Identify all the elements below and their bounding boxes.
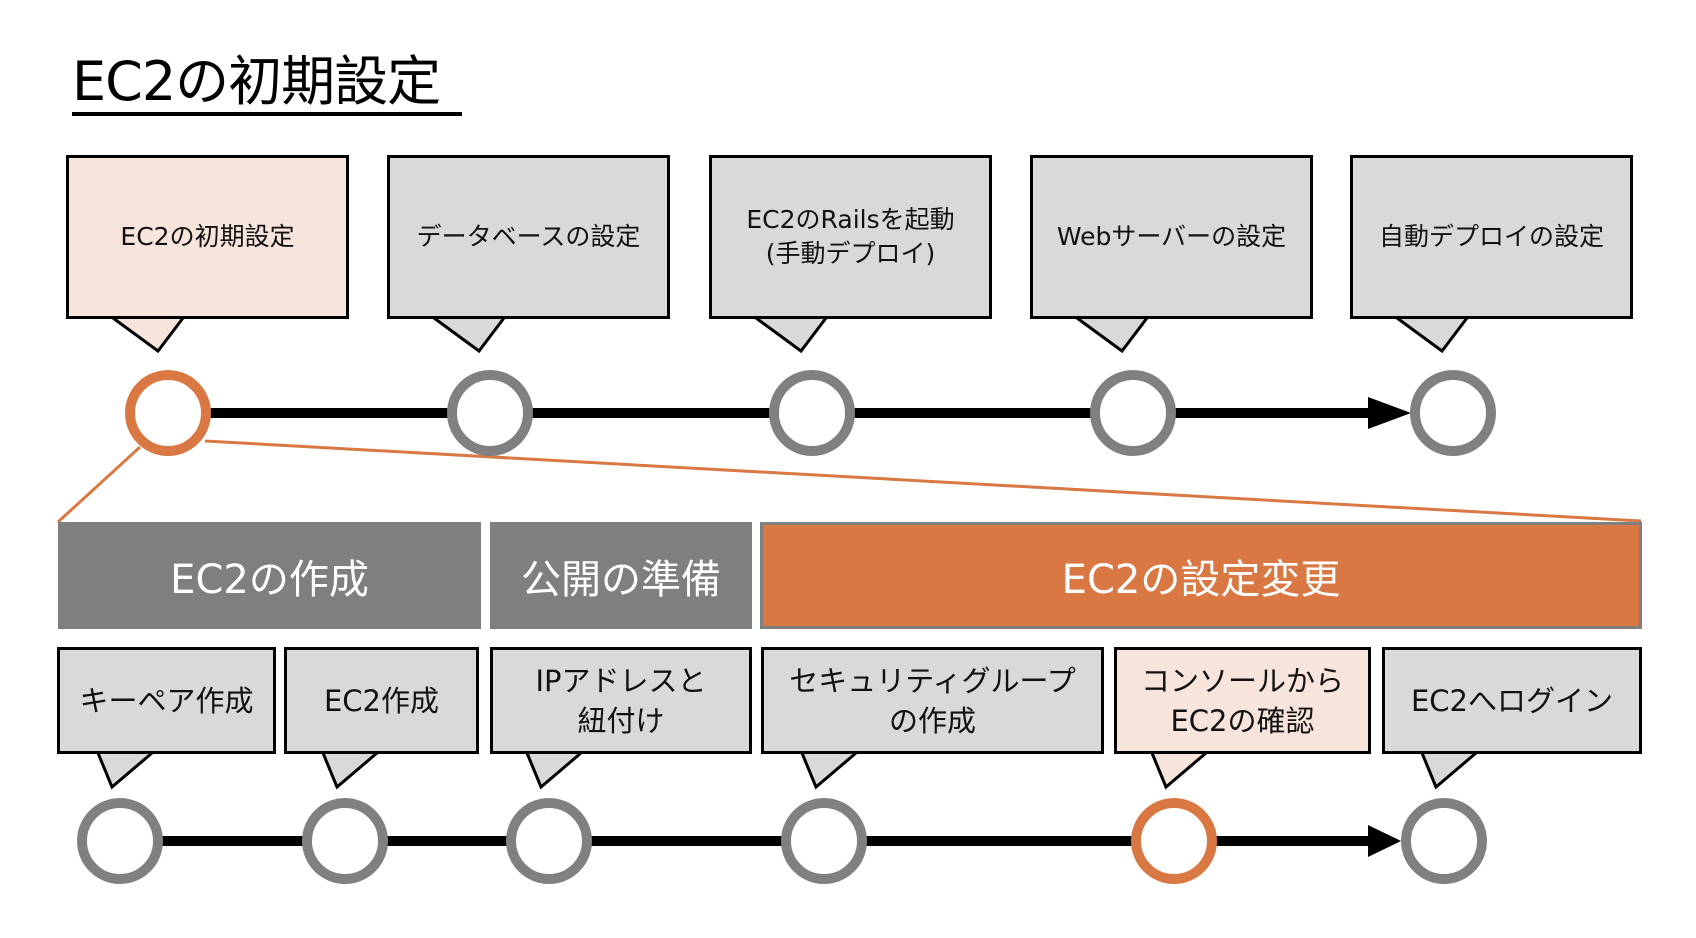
top-step-pointer-fill: [1397, 316, 1467, 351]
bottom-node: [506, 798, 592, 884]
bottom-step-pointer: [800, 751, 857, 790]
page-title: EC2の初期設定: [72, 50, 441, 113]
bottom-step-pointer-fill: [1422, 751, 1476, 787]
top-step-pointer: [1076, 316, 1149, 354]
bottom-step-box-2[interactable]: EC2作成: [284, 647, 479, 754]
title-underline: [72, 112, 462, 116]
top-step-pointer: [1396, 316, 1469, 354]
zoom-connector-left: [56, 445, 142, 524]
bottom-step-box-4[interactable]: セキュリティグループ の作成: [761, 647, 1104, 754]
top-step-box-3[interactable]: EC2のRailsを起動 (手動デプロイ): [709, 155, 992, 319]
bottom-step-pointer-fill: [802, 751, 856, 787]
top-node: [1410, 370, 1496, 456]
bottom-node: [781, 798, 867, 884]
bottom-step-pointer-fill: [527, 751, 581, 787]
bottom-step-box-3[interactable]: IPアドレスと 紐付け: [490, 647, 752, 754]
top-step-box-4[interactable]: Webサーバーの設定: [1030, 155, 1313, 319]
top-node: [769, 370, 855, 456]
top-node: [1090, 370, 1176, 456]
top-step-pointer-fill: [1077, 316, 1147, 351]
bottom-step-pointer: [321, 751, 378, 790]
phase-label: EC2の設定変更: [1061, 556, 1341, 603]
top-step-pointer: [112, 316, 185, 354]
phase-label: EC2の作成: [170, 556, 369, 603]
top-step-box-1[interactable]: EC2の初期設定: [66, 155, 349, 319]
top-step-label: データベースの設定: [416, 222, 641, 251]
top-step-label: Webサーバーの設定: [1056, 222, 1287, 251]
bottom-step-box-1[interactable]: キーペア作成: [57, 647, 276, 754]
top-timeline-arrowhead: [1368, 397, 1411, 429]
top-step-pointer-fill: [113, 316, 183, 351]
bottom-node-current: [1131, 798, 1217, 884]
zoom-connector-right: [204, 439, 1642, 523]
top-step-pointer: [433, 316, 506, 354]
bottom-step-label: IPアドレスと 紐付け: [535, 663, 707, 738]
phase-bar-ec2-config-change: EC2の設定変更: [760, 522, 1642, 629]
bottom-timeline-arrowhead: [1368, 825, 1401, 857]
bottom-step-pointer: [96, 751, 153, 790]
top-step-label: EC2のRailsを起動 (手動デプロイ): [746, 205, 955, 268]
phase-bar-ec2-create: EC2の作成: [58, 522, 481, 629]
bottom-step-pointer-fill: [1152, 751, 1206, 787]
top-node-current: [125, 370, 211, 456]
bottom-step-pointer-fill: [98, 751, 152, 787]
bottom-step-label: コンソールから EC2の確認: [1140, 663, 1344, 738]
top-node: [447, 370, 533, 456]
bottom-step-label: セキュリティグループ の作成: [789, 663, 1076, 738]
bottom-step-box-5[interactable]: コンソールから EC2の確認: [1114, 647, 1371, 754]
bottom-node: [1401, 798, 1487, 884]
bottom-step-pointer: [525, 751, 582, 790]
phase-bar-publish-prep: 公開の準備: [490, 522, 752, 629]
top-step-label: EC2の初期設定: [120, 222, 295, 251]
bottom-step-label: キーペア作成: [79, 683, 254, 718]
top-step-pointer-fill: [434, 316, 504, 351]
top-step-pointer-fill: [756, 316, 826, 351]
bottom-node: [77, 798, 163, 884]
bottom-step-pointer-fill: [323, 751, 377, 787]
bottom-step-box-6[interactable]: EC2へログイン: [1382, 647, 1642, 754]
phase-label: 公開の準備: [521, 556, 721, 603]
top-step-box-5[interactable]: 自動デプロイの設定: [1350, 155, 1633, 319]
bottom-node: [302, 798, 388, 884]
top-step-label: 自動デプロイの設定: [1378, 222, 1604, 251]
top-step-pointer: [755, 316, 828, 354]
bottom-step-pointer: [1420, 751, 1477, 790]
bottom-step-pointer: [1150, 751, 1207, 790]
bottom-step-label: EC2へログイン: [1410, 683, 1614, 718]
bottom-step-label: EC2作成: [323, 683, 440, 718]
top-step-box-2[interactable]: データベースの設定: [387, 155, 670, 319]
